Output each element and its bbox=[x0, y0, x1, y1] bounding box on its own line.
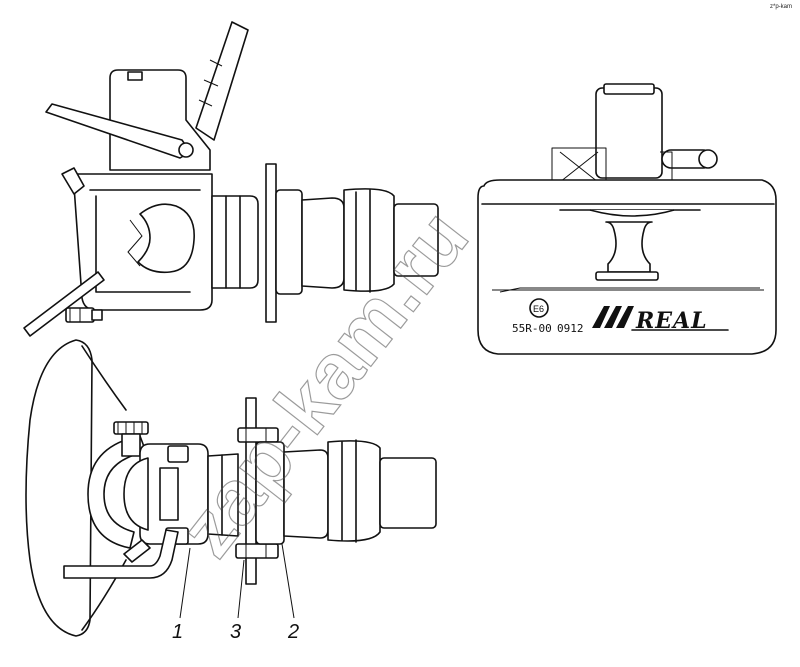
callout-1: 1 bbox=[172, 621, 183, 643]
mounting-plate bbox=[265, 163, 277, 323]
pin-handle bbox=[63, 529, 179, 579]
corner-mark: z*p-kam bbox=[770, 4, 792, 10]
approval-mark: E6 bbox=[533, 304, 544, 314]
side-view bbox=[23, 21, 439, 337]
approval-circle bbox=[529, 298, 549, 318]
mounting-flange bbox=[25, 339, 93, 637]
plate-code-right: 0912 bbox=[557, 322, 584, 335]
hook-arc bbox=[87, 435, 147, 549]
eye-bar-lower bbox=[379, 457, 437, 529]
callout-3: 3 bbox=[230, 621, 241, 643]
lever-handle bbox=[195, 21, 249, 141]
lower-plate bbox=[23, 271, 105, 337]
handwheel bbox=[113, 421, 149, 457]
top-view bbox=[25, 339, 437, 637]
brand-logo: REAL bbox=[592, 306, 729, 334]
side-bolt bbox=[65, 307, 103, 323]
shaft-collar bbox=[211, 195, 259, 289]
plate-code-left: 55R-00 bbox=[512, 322, 552, 335]
eye-bar bbox=[393, 203, 439, 277]
callout-2: 2 bbox=[287, 621, 299, 643]
rubber-bushing bbox=[301, 197, 345, 289]
upper-housing bbox=[109, 69, 211, 171]
front-view: E6 55R-00 0912 REAL bbox=[477, 83, 777, 355]
